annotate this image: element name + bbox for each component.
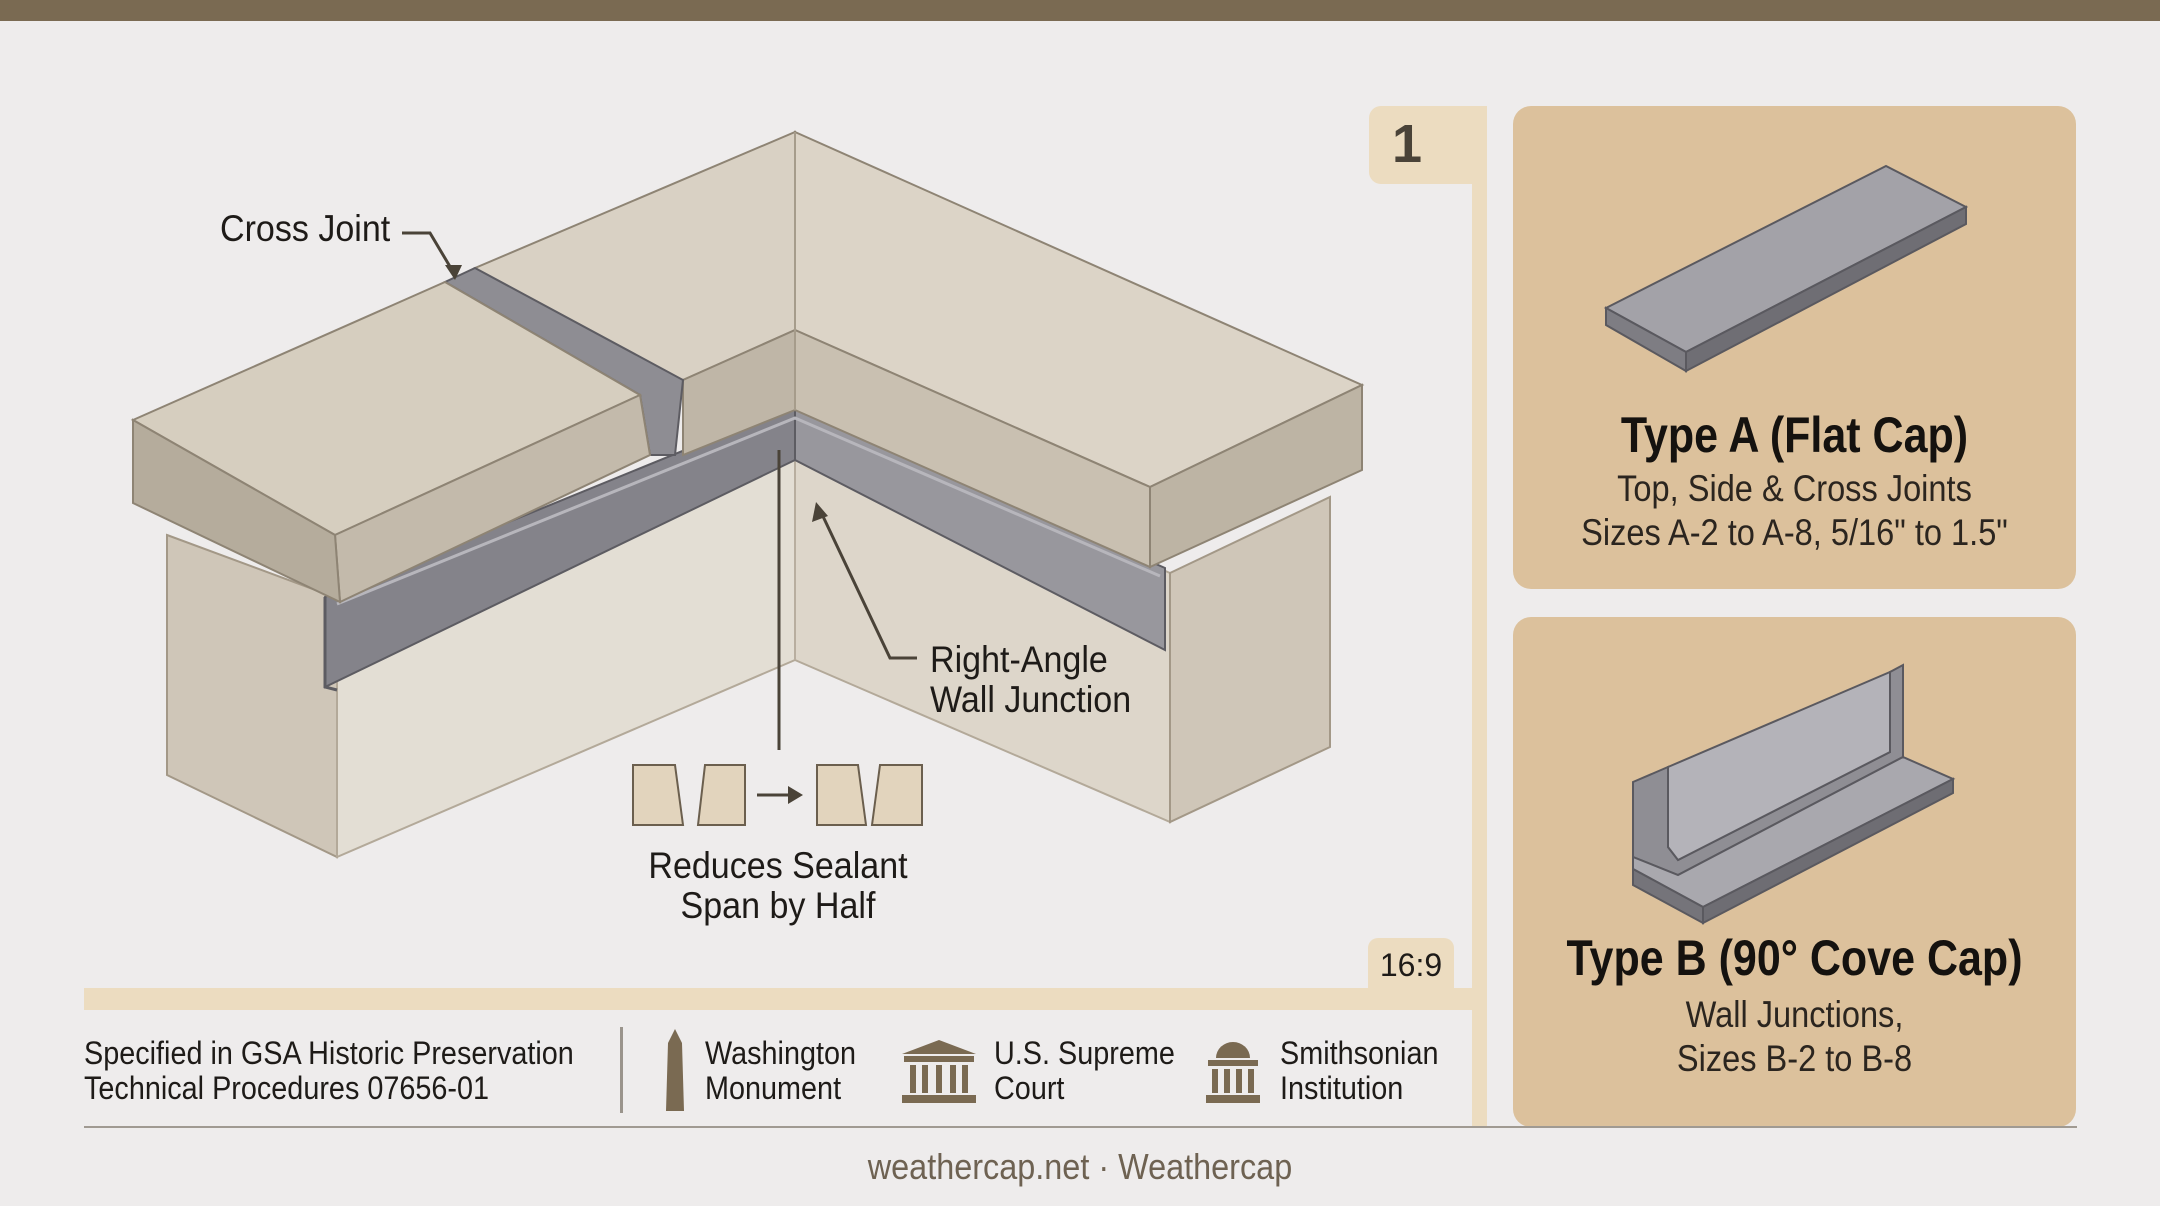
- type-b-line-1: Wall Junctions,: [1685, 994, 1904, 1035]
- gsa-spec-text: Specified in GSA Historic Preservation T…: [84, 1035, 574, 1106]
- reduces-sealant-label: Reduces Sealant Span by Half: [648, 845, 908, 926]
- type-a-line-2: Sizes A-2 to A-8, 5/16" to 1.5": [1581, 512, 2008, 553]
- type-b-title: Type B (90° Cove Cap): [1566, 930, 2023, 986]
- product-card-type-b: Type B (90° Cove Cap) Wall Junctions, Si…: [1513, 617, 2076, 1127]
- top-accent-bar: [0, 0, 2160, 21]
- obelisk-icon: [666, 1029, 684, 1111]
- courthouse-icon: [902, 1040, 976, 1103]
- step-number: 1: [1392, 114, 1423, 174]
- right-angle-label: Right-Angle Wall Junction: [930, 639, 1132, 720]
- horizontal-divider-rail: [84, 988, 1473, 1010]
- sealant-span-after-icon: [816, 764, 923, 826]
- footer-rule: [84, 1126, 2077, 1128]
- landmark-washington-monument: Washington Monument: [705, 1035, 857, 1106]
- right-wall-end: [1169, 495, 1331, 824]
- product-card-type-a: Type A (Flat Cap) Top, Side & Cross Join…: [1513, 106, 2076, 589]
- step-badge: [1369, 106, 1487, 184]
- arrow-right-icon: [788, 786, 803, 804]
- site-credit: weathercap.net · Weathercap: [867, 1146, 1293, 1187]
- cross-joint-label: Cross Joint: [220, 208, 391, 249]
- footer-divider: [620, 1027, 623, 1113]
- institution-dome-icon: [1206, 1042, 1260, 1103]
- aspect-ratio-badge: 16:9: [1368, 938, 1454, 992]
- vertical-divider-rail: [1472, 106, 1487, 1128]
- coping-end-left-near: [132, 418, 342, 604]
- landmark-supreme-court: U.S. Supreme Court: [994, 1035, 1175, 1106]
- coping-corner-illustration: [130, 130, 1365, 859]
- coping-end-right: [1149, 383, 1363, 569]
- type-b-line-2: Sizes B-2 to B-8: [1676, 1038, 1913, 1079]
- cove-cap-profile-icon: [1632, 663, 1956, 925]
- flat-cap-profile-icon: [1603, 164, 1969, 373]
- type-a-line-1: Top, Side & Cross Joints: [1617, 468, 1972, 509]
- type-a-title: Type A (Flat Cap): [1620, 407, 1969, 463]
- sealant-span-before-icon: [632, 764, 746, 826]
- landmark-smithsonian: Smithsonian Institution: [1280, 1035, 1439, 1106]
